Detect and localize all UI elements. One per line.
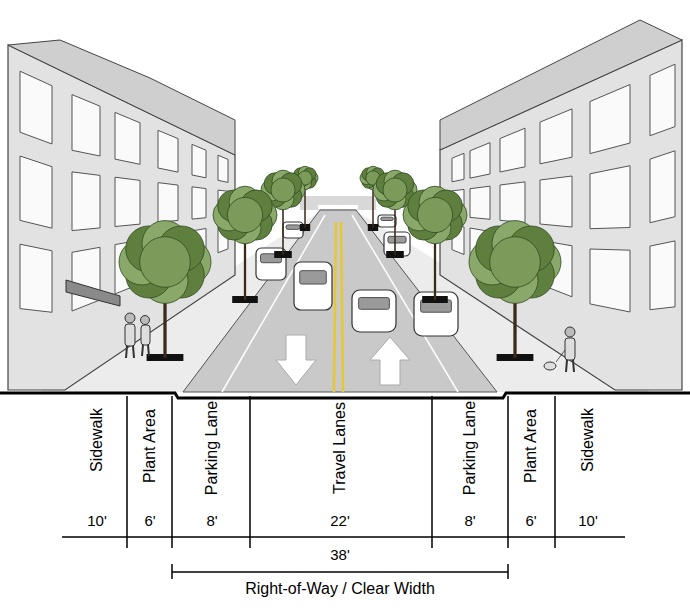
zone-label: Sidewalk — [88, 408, 106, 472]
roadway-part — [334, 222, 336, 392]
building-window-part — [192, 144, 206, 177]
pedestrian-part — [125, 324, 135, 346]
shop-awning — [66, 280, 120, 306]
parked-car-part — [352, 290, 396, 332]
parked-car-part — [378, 215, 396, 227]
street-tree-part — [383, 178, 407, 202]
building-window-part — [20, 244, 52, 312]
pedestrian-part — [142, 345, 143, 356]
building-window-part — [218, 155, 228, 182]
pedestrian-part — [133, 346, 134, 358]
building-window-part — [72, 95, 100, 156]
pedestrian-part — [148, 345, 149, 356]
ground-line — [0, 393, 690, 398]
building-window-part — [470, 143, 490, 179]
parked-car-part — [359, 298, 390, 310]
pedestrian — [125, 313, 575, 372]
street-tree-part — [271, 178, 295, 202]
dimension-value: 10' — [87, 512, 107, 529]
building-window-part — [590, 166, 630, 229]
zone-label: Parking Lane — [461, 401, 479, 495]
dimension-value: 8' — [464, 512, 475, 529]
dimension-value: 10' — [578, 512, 598, 529]
zone-label: Plant Area — [141, 409, 159, 483]
dimension-line-part — [62, 536, 625, 538]
pedestrian-part — [566, 360, 567, 372]
street-tree — [119, 166, 561, 361]
building-window-part — [115, 177, 140, 226]
parked-car-part — [286, 225, 300, 229]
lane-arrow-part — [370, 337, 410, 385]
width-bracket — [172, 564, 508, 579]
roadway-part — [341, 222, 343, 392]
building-window-part — [590, 85, 630, 154]
lane-arrow — [276, 335, 410, 385]
parked-car-part — [294, 262, 332, 310]
pedestrian-part — [544, 362, 556, 370]
dimension-line-part — [126, 396, 128, 548]
street-tree-part — [417, 197, 452, 232]
pedestrian-part — [125, 313, 135, 323]
building-window-part — [540, 109, 572, 164]
building-window-part — [192, 187, 206, 219]
zone-label: Sidewalk — [579, 408, 597, 472]
dimension-line — [62, 396, 625, 548]
pedestrian-part — [565, 338, 575, 360]
building-window-part — [452, 153, 464, 182]
dimension-line-part — [171, 396, 173, 548]
street-tree-part — [227, 197, 262, 232]
dimension-line-part — [507, 396, 509, 548]
dimension-value: 38' — [330, 546, 350, 563]
building-window-part — [650, 241, 675, 310]
building-window-part — [72, 247, 100, 311]
pedestrian-part — [573, 360, 574, 372]
building-window-part — [20, 71, 52, 144]
parked-car-part — [381, 217, 394, 220]
ground-line-part — [0, 393, 690, 398]
building-window-part — [650, 151, 675, 223]
building-window-part — [500, 128, 525, 172]
building-window-part — [500, 182, 525, 223]
zone-label: Travel Lanes — [331, 402, 349, 494]
pedestrian-part — [141, 325, 150, 345]
dimension-value: 6' — [525, 512, 536, 529]
width-bracket-part — [171, 564, 173, 579]
building-window-part — [650, 64, 675, 136]
pedestrian-part — [556, 350, 565, 362]
roadway-part — [318, 205, 358, 209]
dimension-caption: Right-of-Way / Clear Width — [245, 580, 435, 598]
shop-awning-part — [66, 280, 120, 306]
dimension-value: 8' — [206, 512, 217, 529]
dimension-line-part — [554, 396, 556, 548]
ground-area-part — [300, 196, 376, 210]
roadway — [183, 205, 497, 392]
building-window-part — [158, 183, 178, 223]
width-bracket-part — [507, 564, 509, 579]
building-window-part — [115, 112, 140, 164]
street-tree-part — [490, 237, 541, 288]
dimension-value: 6' — [144, 512, 155, 529]
street-tree-part — [140, 237, 191, 288]
dimension-value: 22' — [330, 512, 350, 529]
lane-arrow-part — [276, 335, 316, 385]
width-bracket-part — [172, 571, 508, 573]
parked-car-part — [300, 271, 327, 284]
pedestrian-part — [565, 327, 575, 337]
building-window-part — [158, 130, 178, 172]
zone-label: Plant Area — [522, 409, 540, 483]
pedestrian-part — [141, 316, 150, 325]
dimension-line-part — [249, 396, 251, 548]
building-window-part — [540, 176, 572, 227]
building-window-part — [470, 186, 490, 219]
zone-label: Parking Lane — [203, 401, 221, 495]
building-window-part — [20, 156, 52, 228]
building-window-part — [72, 172, 100, 231]
building-window-part — [590, 249, 630, 312]
pedestrian-part — [126, 346, 127, 358]
parked-car-part — [388, 236, 406, 243]
dimension-line-part — [431, 396, 433, 548]
